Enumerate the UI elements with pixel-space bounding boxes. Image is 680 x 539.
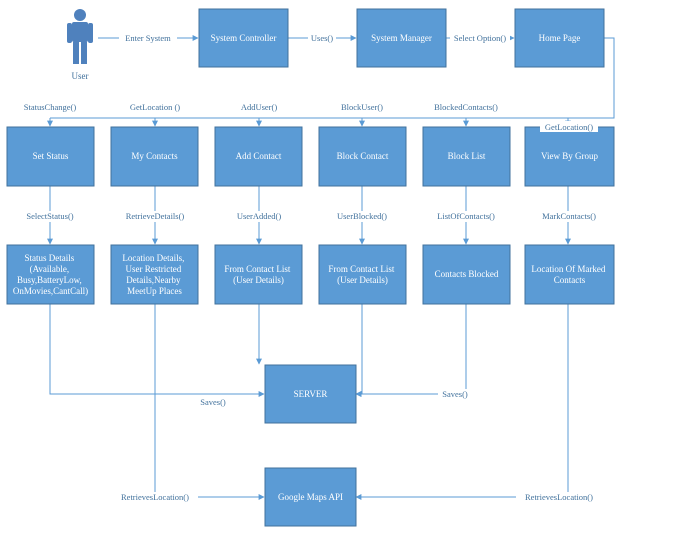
label-user-added: UserAdded() [237, 211, 282, 221]
edge-marked-to-maps [355, 304, 569, 500]
node-server-label: SERVER [294, 389, 328, 399]
label-select-option: Select Option() [454, 33, 506, 43]
node-from-contact-list-add: From Contact List (User Details) [214, 244, 303, 305]
edge-block-to-server [355, 304, 363, 397]
label-user-blocked: UserBlocked() [337, 211, 387, 221]
user-icon [67, 9, 93, 64]
node-location-marked: Location Of Marked Contacts [524, 244, 615, 305]
node-block-list: Block List [422, 126, 511, 187]
edge-blocked-to-server [355, 304, 467, 397]
label-add-user: AddUser() [241, 102, 278, 112]
node-contacts-blocked-label: Contacts Blocked [435, 269, 499, 279]
node-system-manager: System Manager [356, 8, 447, 68]
node-status-details: Status Details (Available, Busy,BatteryL… [6, 244, 95, 305]
label-saves-left: Saves() [200, 397, 226, 407]
node-contacts-blocked: Contacts Blocked [422, 244, 511, 305]
node-set-status: Set Status [6, 126, 95, 187]
node-server: SERVER [264, 364, 357, 424]
user-actor: User [67, 9, 93, 81]
node-my-contacts: My Contacts [110, 126, 199, 187]
edge-home-bus [50, 37, 615, 119]
node-location-details: Location Details, User Restricted Detail… [110, 244, 199, 305]
label-retrieves-location-right: RetrievesLocation() [525, 492, 593, 502]
edge-status-to-server [49, 304, 265, 397]
edge-labels: Enter System Uses() Select Option() Stat… [22, 33, 602, 503]
node-location-details-label: Location Details, User Restricted Detail… [122, 253, 186, 296]
node-add-contact-label: Add Contact [236, 151, 282, 161]
label-block-user: BlockUser() [341, 102, 383, 112]
node-my-contacts-label: My Contacts [131, 151, 178, 161]
node-view-by-group-label: View By Group [541, 151, 598, 161]
node-from-contact-list-block: From Contact List (User Details) [318, 244, 407, 305]
node-system-manager-label: System Manager [371, 33, 432, 43]
node-system-controller-label: System Controller [211, 33, 277, 43]
label-uses: Uses() [311, 33, 333, 43]
label-get-location-2: GetLocation() [545, 122, 593, 132]
label-get-location: GetLocation () [130, 102, 180, 112]
node-google-maps: Google Maps API [264, 467, 357, 527]
node-from-contact-list-block-label: From Contact List (User Details) [328, 264, 396, 285]
node-home-page-label: Home Page [539, 33, 581, 43]
label-mark-contacts: MarkContacts() [542, 211, 596, 221]
node-block-contact: Block Contact [318, 126, 407, 187]
node-google-maps-label: Google Maps API [278, 492, 343, 502]
node-from-contact-list-add-label: From Contact List (User Details) [224, 264, 292, 285]
label-saves-right: Saves() [442, 389, 468, 399]
node-block-contact-label: Block Contact [337, 151, 389, 161]
label-retrieves-location-left: RetrievesLocation() [121, 492, 189, 502]
label-list-of-contacts: ListOfContacts() [437, 211, 495, 221]
label-blocked-contacts: BlockedContacts() [434, 102, 498, 112]
label-status-change: StatusChange() [24, 102, 77, 112]
node-system-controller: System Controller [198, 8, 289, 68]
node-set-status-label: Set Status [33, 151, 69, 161]
node-block-list-label: Block List [448, 151, 486, 161]
node-status-details-label: Status Details (Available, Busy,BatteryL… [13, 253, 88, 296]
label-retrieve-details: RetrieveDetails() [126, 211, 185, 221]
node-location-marked-label: Location Of Marked Contacts [531, 264, 607, 285]
label-enter-system: Enter System [125, 33, 171, 43]
user-label: User [72, 71, 89, 81]
label-select-status: SelectStatus() [26, 211, 73, 221]
node-home-page: Home Page [514, 8, 605, 68]
node-view-by-group: View By Group [524, 126, 615, 187]
node-add-contact: Add Contact [214, 126, 303, 187]
